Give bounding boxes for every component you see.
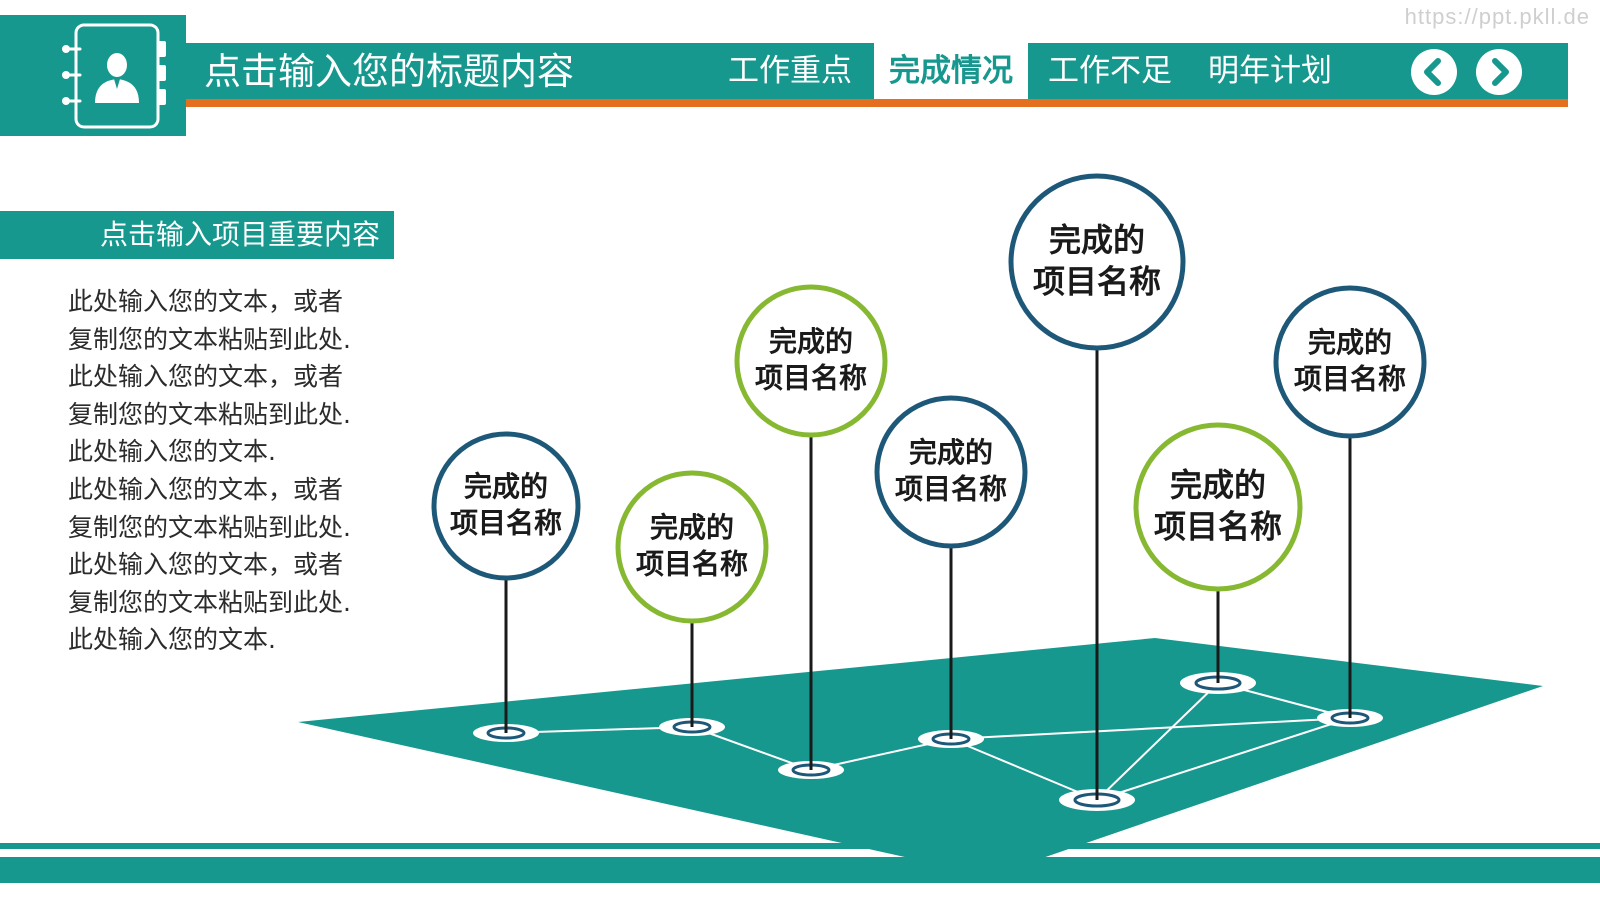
pin-label-line1: 完成的: [464, 470, 548, 503]
tab-next-year-plan[interactable]: 明年计划: [1208, 53, 1332, 89]
pin-label-line2: 项目名称: [450, 507, 562, 540]
pin-label-line2: 项目名称: [895, 473, 1007, 506]
pin-circle: [1273, 285, 1427, 439]
pin-label-line1: 完成的: [769, 325, 853, 358]
network-link: [950, 717, 1351, 740]
header-bar: [0, 43, 1568, 99]
pins-layer: 完成的项目名称完成的项目名称完成的项目名称完成的项目名称完成的项目名称完成的项目…: [431, 173, 1427, 811]
body-line: 此处输入您的文本，或者: [68, 474, 344, 504]
pin-circle: [615, 470, 769, 624]
body-line: 此处输入您的文本.: [68, 437, 276, 467]
header-underline: [186, 99, 1568, 107]
body-line: 复制您的文本粘贴到此处.: [68, 587, 351, 617]
logo-box: [0, 15, 186, 136]
network-link: [950, 738, 1098, 801]
ground-plane: [298, 638, 1543, 876]
network-link: [1096, 717, 1351, 801]
pin-label-line1: 完成的: [1308, 326, 1392, 359]
tab-shortcomings[interactable]: 工作不足: [1048, 53, 1172, 89]
pin-circle: [1133, 422, 1303, 592]
pin-circle: [1008, 173, 1186, 351]
body-line: 此处输入您的文本.: [68, 625, 276, 655]
body-line: 复制您的文本粘贴到此处.: [68, 399, 351, 429]
page-title: 点击输入您的标题内容: [204, 50, 574, 93]
body-text: 此处输入您的文本，或者 复制您的文本粘贴到此处. 此处输入您的文本，或者 复制您…: [68, 283, 398, 659]
network-link: [1096, 682, 1219, 801]
footer-line: [0, 843, 1600, 849]
body-line: 此处输入您的文本，或者: [68, 362, 344, 392]
tab-completion[interactable]: 完成情况: [874, 43, 1028, 99]
watermark-url: https://ppt.pkll.de: [1404, 4, 1590, 29]
body-line: 此处输入您的文本，或者: [68, 550, 344, 580]
tab-work-focus[interactable]: 工作重点: [728, 53, 852, 89]
body-line: 复制您的文本粘贴到此处.: [68, 324, 351, 354]
prev-button[interactable]: [1411, 49, 1457, 95]
section-label: 点击输入项目重要内容: [0, 211, 394, 259]
pin-label-line2: 项目名称: [636, 548, 748, 581]
body-line: 此处输入您的文本，或者: [68, 287, 344, 316]
chevron-left-icon: [1424, 58, 1441, 86]
next-button[interactable]: [1476, 49, 1522, 95]
pin-label-line1: 完成的: [1170, 466, 1266, 504]
pin-label-line2: 项目名称: [755, 362, 867, 395]
contact-book-icon: [62, 23, 166, 129]
pin-label-line2: 项目名称: [1033, 262, 1161, 300]
pin-label-line1: 完成的: [909, 436, 993, 469]
pin-label-line2: 项目名称: [1154, 507, 1282, 545]
footer-bar: [0, 857, 1600, 883]
pin-circle: [874, 395, 1028, 549]
pin-circle: [431, 431, 581, 581]
pin-label-line2: 项目名称: [1294, 363, 1406, 396]
body-line: 复制您的文本粘贴到此处.: [68, 512, 351, 542]
pin-label-line1: 完成的: [1049, 221, 1145, 259]
pin-circle: [734, 284, 888, 438]
chevron-right-icon: [1492, 58, 1509, 86]
pin-label-line1: 完成的: [650, 511, 734, 544]
